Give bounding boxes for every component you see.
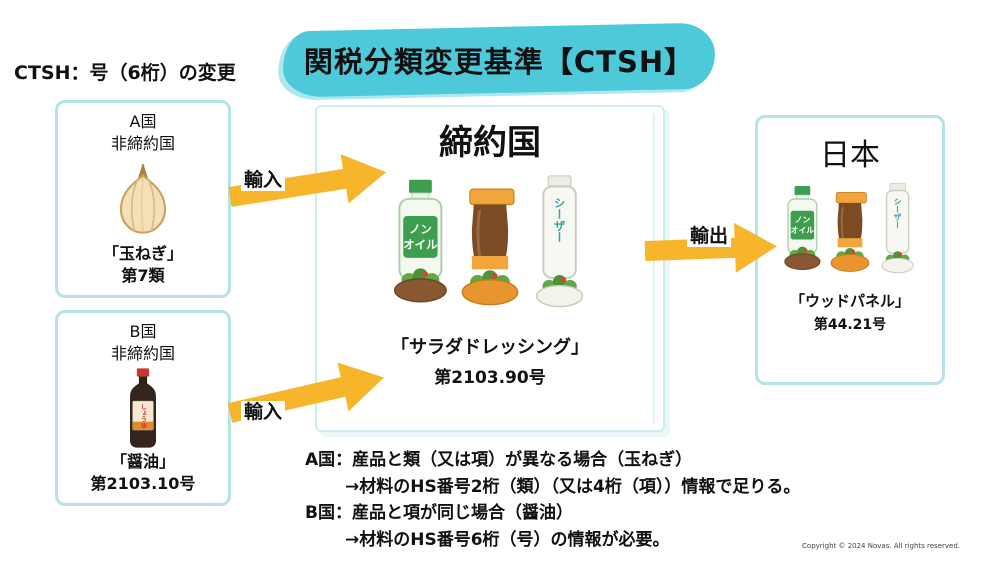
country-a-membership: 非締約国 bbox=[110, 134, 175, 153]
soy-sauce-illustration bbox=[118, 367, 168, 449]
copyright-text: Copyright © 2024 Novas. All rights reser… bbox=[802, 542, 960, 550]
country-a-name: A国 bbox=[129, 112, 157, 131]
country-b-membership: 非締約国 bbox=[110, 344, 175, 363]
arrow-head bbox=[340, 147, 390, 204]
note-b-detail: →材料のHS番号6桁（号）の情報が必要。 bbox=[345, 529, 670, 550]
import-label-a: 輸入 bbox=[241, 169, 286, 191]
salad-dressing-illustration bbox=[380, 174, 600, 317]
export-label: 輸出 bbox=[687, 225, 732, 247]
japan-product: 「ウッドパネル」 bbox=[789, 292, 910, 310]
member-hs-code: 第2103.90号 bbox=[434, 368, 546, 388]
japan-title: 日本 bbox=[820, 138, 880, 173]
member-country-box: 締約国 「サラダドレッシング」 第2103.90号 bbox=[315, 105, 665, 432]
page-edge-decoration bbox=[653, 113, 655, 424]
note-b-case: B国：産品と項が同じ場合（醤油） bbox=[305, 503, 573, 523]
note-a-detail: →材料のHS番号2桁（類）（又は4桁（項））情報で足りる。 bbox=[345, 476, 801, 497]
country-b-name: B国 bbox=[129, 322, 157, 341]
country-b-box: B国 非締約国 「醤油」 第2103.10号 bbox=[55, 310, 231, 506]
country-b-hs-code: 第2103.10号 bbox=[90, 474, 196, 493]
japan-box: 日本 「ウッドパネル」 第44.21号 bbox=[755, 115, 945, 385]
note-a-case: A国：産品と類（又は項）が異なる場合（玉ねぎ） bbox=[305, 450, 693, 470]
country-a-hs-code: 第7類 bbox=[121, 266, 165, 285]
country-a-product: 「玉ねぎ」 bbox=[102, 244, 183, 263]
japan-hs-code: 第44.21号 bbox=[813, 317, 887, 333]
explanation-notes: A国：産品と類（又は項）が異なる場合（玉ねぎ） →材料のHS番号2桁（類）（又は… bbox=[305, 447, 800, 553]
arrow-head bbox=[734, 221, 778, 273]
onion-illustration bbox=[101, 157, 185, 241]
import-label-b: 輸入 bbox=[241, 401, 286, 423]
country-a-box: A国 非締約国 「玉ねぎ」 第7類 bbox=[55, 100, 231, 298]
member-country-title: 締約国 bbox=[439, 123, 541, 163]
page-title: 関税分類変更基準【CTSH】 bbox=[303, 45, 695, 79]
country-b-product: 「醤油」 bbox=[110, 452, 175, 471]
arrow-head bbox=[337, 353, 390, 412]
title-banner: 関税分類変更基準【CTSH】 bbox=[282, 22, 716, 98]
exported-product-illustration bbox=[775, 182, 925, 280]
member-product: 「サラダドレッシング」 bbox=[391, 337, 589, 358]
criterion-label: CTSH：号（6桁）の変更 bbox=[14, 62, 236, 84]
